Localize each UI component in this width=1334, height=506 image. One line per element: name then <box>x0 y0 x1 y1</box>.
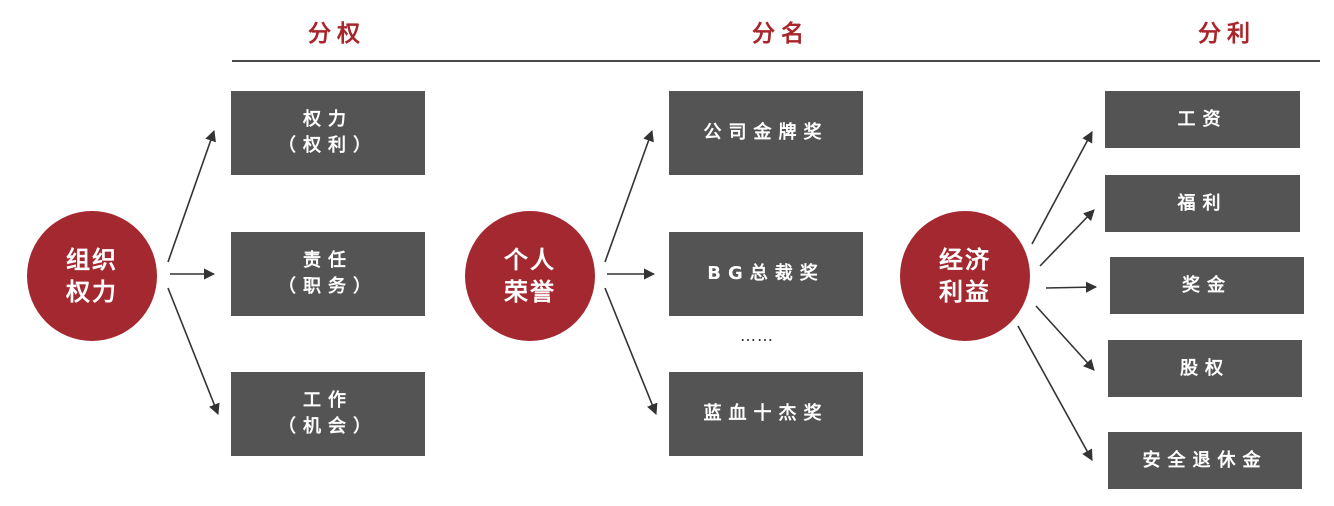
circle-label-line1: 组织 <box>66 246 118 274</box>
arrow-power-to-rights <box>167 129 216 263</box>
box-line1: 权力 <box>303 109 353 130</box>
box-power-rights: 权力 （权利） <box>231 91 425 175</box>
box-equity: 股权 <box>1108 340 1302 397</box>
box-line2: （机会） <box>278 416 378 437</box>
circle-economic-benefit: 经济 利益 <box>900 211 1030 341</box>
box-salary: 工资 <box>1105 91 1300 148</box>
circle-organizational-power: 组织 权力 <box>27 211 157 341</box>
box-gold-medal-award: 公司金牌奖 <box>669 91 863 175</box>
heading-power-sharing: 分权 <box>308 21 366 47</box>
arrow-econ-to-equity <box>1035 305 1095 371</box>
box-line2: （权利） <box>278 135 378 156</box>
box-blue-blood-award: 蓝血十杰奖 <box>669 372 863 456</box>
arrow-honor-to-blueblood <box>604 287 658 416</box>
circle-label-line2: 荣誉 <box>504 278 556 306</box>
arrow-econ-to-bonus <box>1045 281 1098 293</box>
box-line1: 工作 <box>303 390 353 411</box>
arrow-power-to-opportunity <box>167 287 220 416</box>
box-line1: 奖金 <box>1182 274 1232 296</box>
box-line1: 公司金牌奖 <box>703 122 829 143</box>
box-line1: 股权 <box>1180 357 1230 379</box>
box-retirement-pension: 安全退休金 <box>1108 432 1302 489</box>
heading-profit-sharing: 分利 <box>1198 21 1256 47</box>
box-line1: 蓝血十杰奖 <box>703 403 829 424</box>
box-line1: 责任 <box>303 250 353 271</box>
box-responsibility-duty: 责任 （职务） <box>231 232 425 316</box>
box-bg-president-award: BG总裁奖 <box>669 232 863 316</box>
box-work-opportunity: 工作 （机会） <box>231 372 425 456</box>
arrow-econ-to-welfare <box>1039 209 1095 267</box>
box-welfare: 福利 <box>1105 175 1300 232</box>
arrow-econ-to-salary <box>1031 131 1093 245</box>
arrow-honor-to-gold <box>604 129 654 263</box>
arrow-econ-to-pension <box>1017 325 1093 461</box>
circle-label-line2: 利益 <box>939 278 991 306</box>
box-bonus: 奖金 <box>1110 257 1304 314</box>
circle-label-line1: 个人 <box>504 246 556 274</box>
circle-label-line1: 经济 <box>939 246 991 274</box>
ellipsis: …… <box>740 326 774 345</box>
heading-divider <box>232 60 1320 62</box>
box-line1: 福利 <box>1177 192 1228 214</box>
circle-label-line2: 权力 <box>66 278 118 306</box>
circle-personal-honor: 个人 荣誉 <box>465 211 595 341</box>
heading-honor-sharing: 分名 <box>752 21 810 47</box>
box-line1: BG总裁奖 <box>707 263 825 284</box>
box-line1: 工资 <box>1177 108 1228 130</box>
box-line2: （职务） <box>278 276 378 297</box>
box-line1: 安全退休金 <box>1142 449 1268 471</box>
